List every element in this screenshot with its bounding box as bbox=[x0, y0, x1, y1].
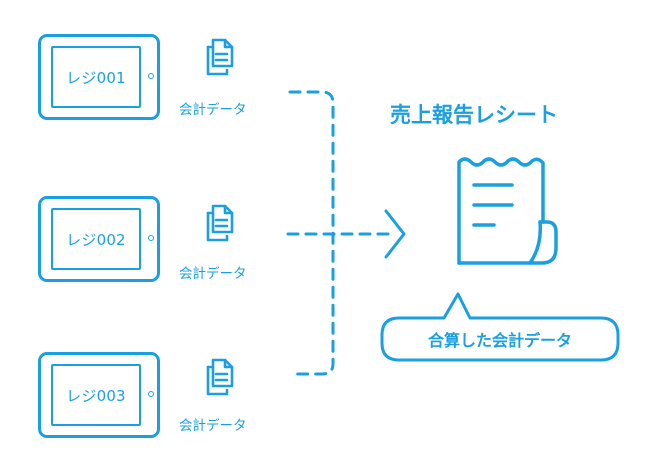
accounting-data-label: 会計データ bbox=[179, 266, 247, 282]
register-name: レジ003 bbox=[66, 386, 126, 405]
tablet-screen: レジ002 bbox=[51, 208, 141, 270]
tablet-screen: レジ001 bbox=[51, 46, 141, 108]
document-icon bbox=[206, 38, 234, 76]
accounting-data-label: 会計データ bbox=[179, 418, 247, 434]
speech-bubble bbox=[380, 292, 620, 362]
register-name: レジ002 bbox=[66, 230, 126, 249]
accounting-data-label: 会計データ bbox=[179, 102, 247, 118]
report-title: 売上報告レシート bbox=[390, 103, 558, 127]
register-tablet-001: レジ001 bbox=[38, 34, 160, 120]
document-icon bbox=[206, 358, 234, 396]
register-name: レジ001 bbox=[66, 68, 126, 87]
tablet-home-button-icon bbox=[148, 235, 154, 241]
register-tablet-003: レジ003 bbox=[38, 352, 160, 438]
tablet-screen: レジ003 bbox=[51, 364, 141, 426]
register-tablet-002: レジ002 bbox=[38, 196, 160, 282]
arrow-head bbox=[384, 209, 406, 259]
receipt-icon bbox=[457, 157, 558, 265]
document-icon bbox=[206, 204, 234, 242]
tablet-home-button-icon bbox=[148, 391, 154, 397]
tablet-home-button-icon bbox=[148, 73, 154, 79]
aggregated-data-label: 合算した会計データ bbox=[427, 331, 572, 350]
